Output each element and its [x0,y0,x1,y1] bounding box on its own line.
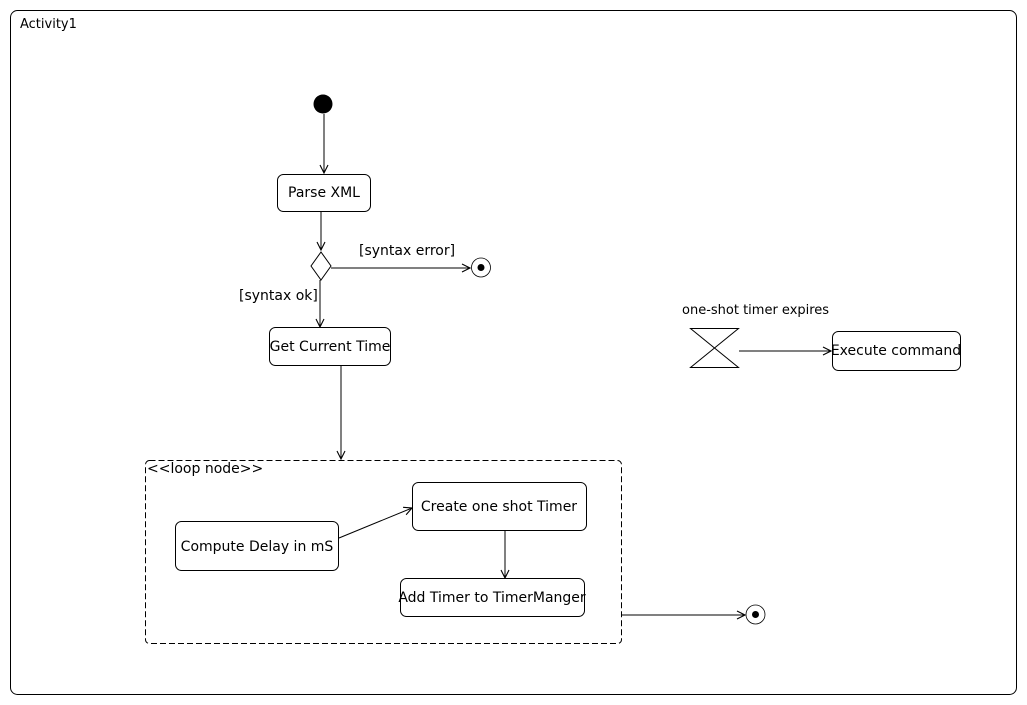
action-create-timer [412,482,587,531]
action-add-timer-label: Add Timer to TimerManger [398,590,586,606]
initial-node [313,94,333,114]
action-execute-command [832,331,961,371]
action-get-current-time-label: Get Current Time [270,339,391,355]
action-parse-xml [277,174,371,212]
action-compute-delay [175,521,339,571]
activity-final-node-end [745,604,766,625]
loop-node [145,460,622,644]
guard-syntax-error: [syntax error] [359,243,455,259]
activity-title: Activity1 [20,17,77,32]
action-add-timer [400,578,585,617]
time-event-label: one-shot timer expires [682,303,829,318]
action-compute-delay-label: Compute Delay in mS [181,539,334,555]
action-parse-xml-label: Parse XML [288,185,360,201]
action-create-timer-label: Create one shot Timer [421,499,577,515]
loop-node-label: <<loop node>> [147,461,263,477]
activity-final-node-error [471,257,491,278]
action-execute-command-label: Execute command [831,343,961,359]
action-get-current-time [269,327,391,366]
hourglass-icon [689,328,740,368]
guard-syntax-ok: [syntax ok] [239,288,318,304]
decision-node [310,251,332,281]
edge-compute-to-create [338,508,412,539]
